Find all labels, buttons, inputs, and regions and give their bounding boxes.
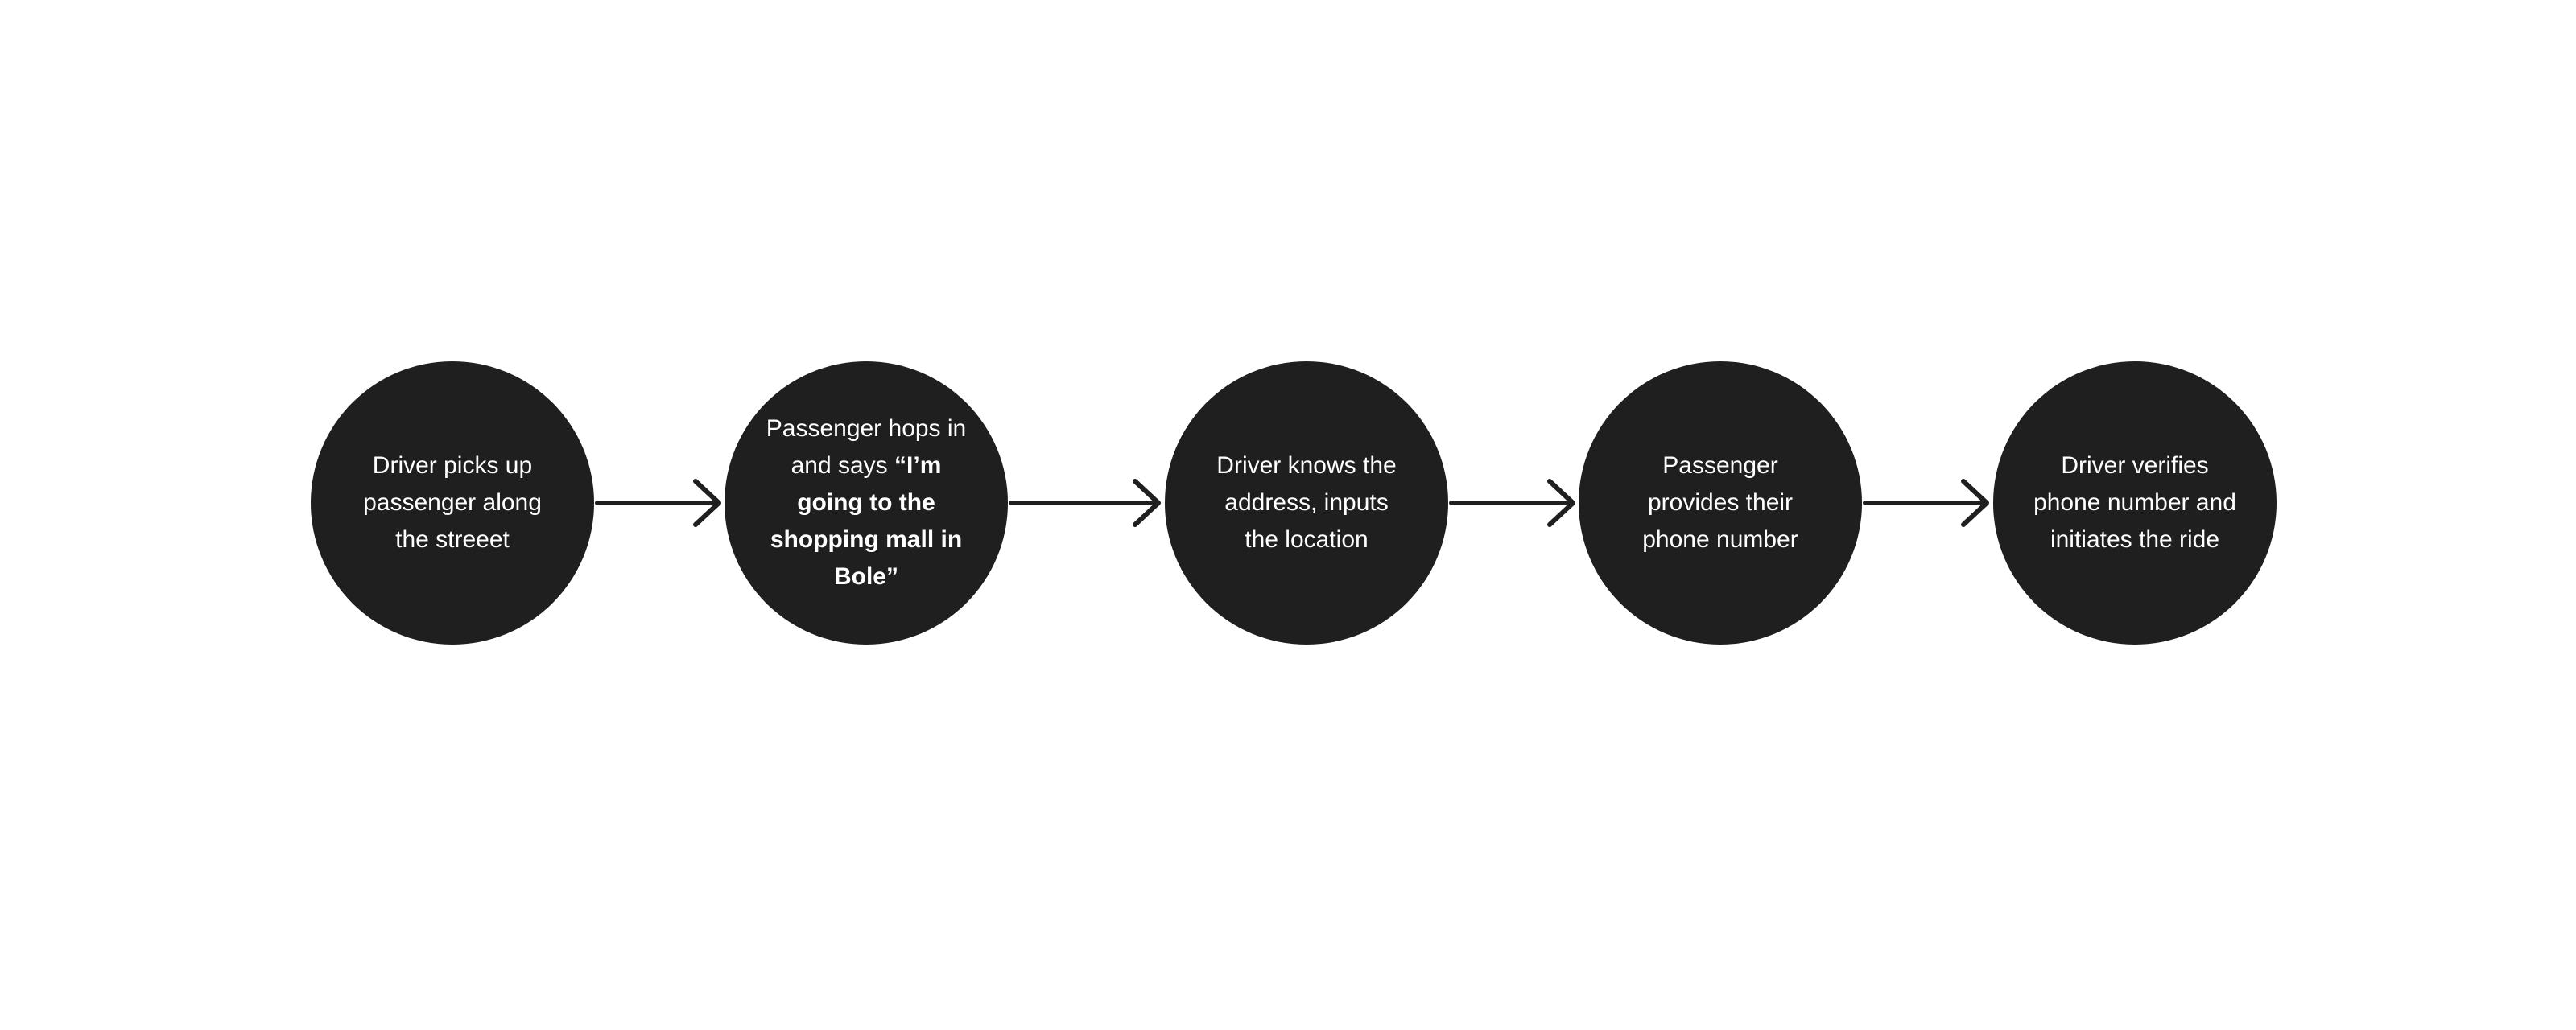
step-3-label: Driver knows the address, inputs the loc… [1216, 452, 1397, 553]
step-5-label: Driver verifies phone number and initiat… [2033, 452, 2236, 553]
arrow-right-icon [595, 479, 722, 527]
step-3-node: Driver knows the address, inputs the loc… [1165, 361, 1448, 645]
step-2-label: Passenger hops in and says “I’m going to… [765, 410, 968, 595]
arrow-right-icon [1009, 479, 1162, 527]
step-1-node: Driver picks up passenger along the stre… [311, 361, 594, 645]
step-1-label: Driver picks up passenger along the stre… [363, 452, 542, 553]
step-4-label: Passenger provides their phone number [1642, 452, 1798, 553]
step-2-label-quote: “I’m going to the shopping mall in Bole” [770, 452, 963, 590]
step-4-node: Passenger provides their phone number [1579, 361, 1862, 645]
step-5-node: Driver verifies phone number and initiat… [1993, 361, 2277, 645]
arrow-right-icon [1863, 479, 1990, 527]
step-2-node: Passenger hops in and says “I’m going to… [724, 361, 1008, 645]
step-2-label-prefix: Passenger hops in and says [766, 415, 967, 479]
arrow-right-icon [1449, 479, 1576, 527]
